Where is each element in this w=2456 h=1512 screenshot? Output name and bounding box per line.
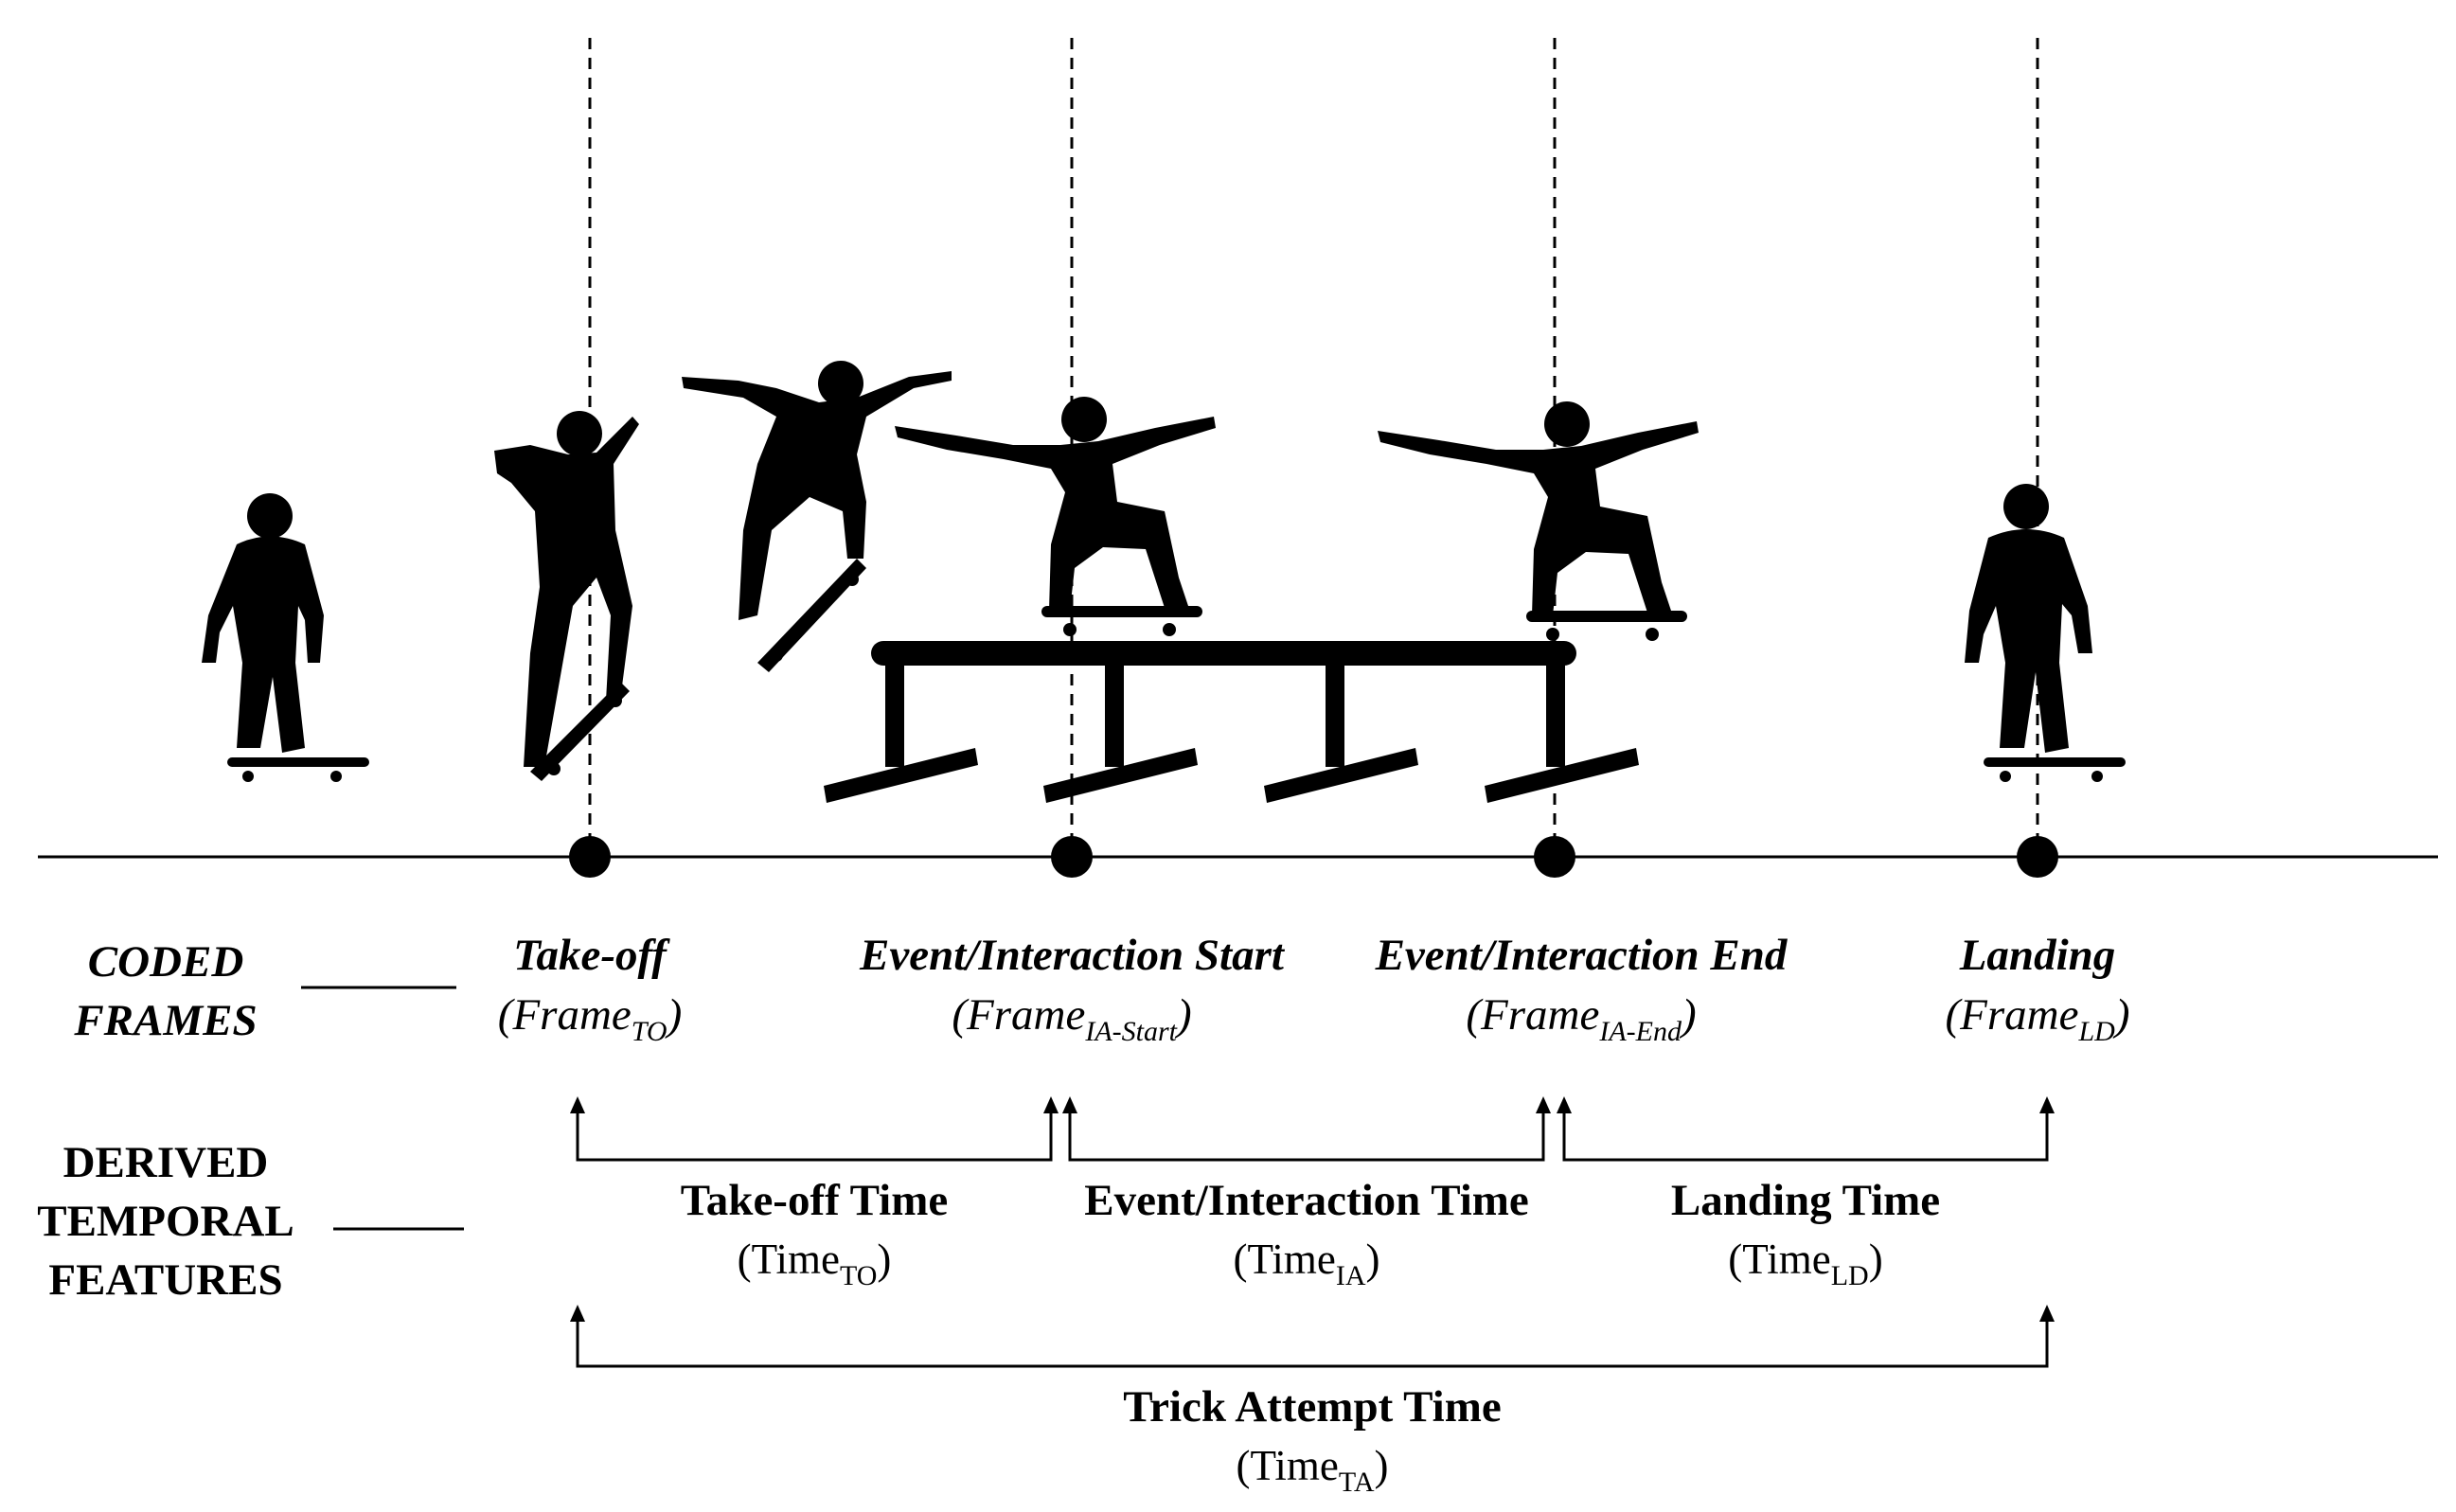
rail-post-3 xyxy=(1326,653,1344,767)
frame-symbol-subscript: LD xyxy=(2078,1016,2115,1047)
dot-ia-end xyxy=(1534,836,1575,878)
arrowhead-1 xyxy=(570,1096,585,1113)
skater-silhouettes xyxy=(202,361,2126,782)
dot-landing xyxy=(2017,836,2058,878)
skater-standing-icon xyxy=(202,493,369,782)
feature-symbol-base: Time xyxy=(1742,1236,1831,1283)
frame-symbol-base: Frame xyxy=(512,990,632,1040)
frame-symbol-subscript: IA-End xyxy=(1599,1016,1682,1047)
derived-features-row-label: DERIVED TEMPORAL FEATURES xyxy=(19,1133,312,1309)
feature-symbol-subscript: LD xyxy=(1830,1260,1869,1291)
coded-frame-ia-start: Event/Interaction Start (FrameIA-Start) xyxy=(807,934,1337,1046)
bracket-landing-time xyxy=(1562,1108,2049,1162)
frame-symbol-base: Frame xyxy=(967,990,1086,1040)
bracket-interaction-time xyxy=(1068,1108,1545,1162)
rail-foot-3 xyxy=(1264,748,1418,803)
frame-symbol: (FrameTO) xyxy=(497,990,683,1047)
rail-bar xyxy=(871,641,1576,666)
rail-post-1 xyxy=(885,653,904,767)
rail-post-4 xyxy=(1546,653,1565,767)
feature-name: Landing Time xyxy=(1670,1176,1941,1225)
frame-symbol-subscript: IA-Start xyxy=(1085,1016,1177,1047)
frame-symbol: (FrameIA-End) xyxy=(1466,990,1697,1047)
bracket-takeoff-time xyxy=(576,1108,1053,1162)
derived-label-line1: DERIVED xyxy=(62,1138,269,1187)
feature-symbol-base: Time xyxy=(1250,1442,1339,1489)
feature-name: Trick Attempt Time xyxy=(1123,1382,1502,1432)
feature-takeoff-time: Take-off Time (TimeTO) xyxy=(587,1179,1041,1290)
rail-foot-2 xyxy=(1043,748,1198,803)
coded-label-line1: CODED xyxy=(87,937,244,987)
arrowhead-5 xyxy=(1557,1096,1572,1113)
feature-symbol-subscript: TA xyxy=(1338,1467,1375,1498)
feature-symbol: (TimeTA) xyxy=(1236,1442,1389,1498)
feature-symbol: (TimeLD) xyxy=(1728,1236,1883,1291)
frame-name: Landing xyxy=(1959,931,2116,980)
frame-symbol: (FrameLD) xyxy=(1945,990,2130,1047)
feature-symbol: (TimeIA) xyxy=(1233,1236,1380,1291)
arrowhead-6 xyxy=(2039,1096,2055,1113)
frame-symbol: (FrameIA-Start) xyxy=(952,990,1192,1047)
feature-symbol-base: Time xyxy=(1247,1236,1336,1283)
frame-symbol-subscript: TO xyxy=(631,1016,667,1047)
skater-airborne-icon xyxy=(682,361,952,672)
frame-name: Event/Interaction End xyxy=(1375,931,1788,980)
arrowhead-2 xyxy=(1043,1096,1059,1113)
bracket-trick-attempt-time xyxy=(576,1316,2049,1368)
arrowhead-8 xyxy=(2039,1305,2055,1322)
dot-takeoff xyxy=(569,836,611,878)
feature-name: Take-off Time xyxy=(680,1176,949,1225)
rail-foot-4 xyxy=(1485,748,1639,803)
frame-symbol-base: Frame xyxy=(1960,990,2079,1040)
feature-symbol-subscript: TO xyxy=(839,1260,878,1291)
rail-post-2 xyxy=(1105,653,1124,767)
arrowhead-7 xyxy=(570,1305,585,1322)
frame-symbol-base: Frame xyxy=(1481,990,1600,1040)
feature-landing-time: Landing Time (TimeLD) xyxy=(1574,1179,2038,1290)
dot-ia-start xyxy=(1051,836,1093,878)
grind-rail xyxy=(824,641,1639,803)
timeline-dots xyxy=(569,836,2058,878)
feature-symbol-subscript: IA xyxy=(1335,1260,1366,1291)
skater-takeoff-icon xyxy=(494,411,639,781)
arrowhead-3 xyxy=(1062,1096,1077,1113)
feature-symbol: (TimeTO) xyxy=(737,1236,892,1291)
coded-frames-row-label: CODED FRAMES xyxy=(38,933,294,1050)
feature-name: Event/Interaction Time xyxy=(1084,1176,1529,1225)
frame-name: Event/Interaction Start xyxy=(860,931,1284,980)
derived-label-line2: TEMPORAL xyxy=(37,1197,294,1246)
coded-frame-ia-end: Event/Interaction End (FrameIA-End) xyxy=(1316,934,1846,1046)
feature-brackets xyxy=(576,1108,2049,1368)
skater-landing-icon xyxy=(1965,484,2126,782)
feature-interaction-time: Event/Interaction Time (TimeIA) xyxy=(1041,1179,1572,1290)
bracket-arrowheads xyxy=(570,1096,2055,1322)
feature-trick-attempt-time: Trick Attempt Time (TimeTA) xyxy=(1028,1385,1596,1497)
feature-symbol-base: Time xyxy=(751,1236,840,1283)
coded-frame-landing: Landing (FrameLD) xyxy=(1839,934,2236,1046)
arrowhead-4 xyxy=(1536,1096,1551,1113)
frame-name: Take-off xyxy=(513,931,667,980)
derived-label-line3: FEATURES xyxy=(48,1255,283,1305)
skater-grind-end-icon xyxy=(1378,401,1699,641)
coded-frame-takeoff: Take-off (FrameTO) xyxy=(391,934,789,1046)
rail-foot-1 xyxy=(824,748,978,803)
skater-grind-start-icon xyxy=(895,397,1216,636)
coded-label-line2: FRAMES xyxy=(74,996,258,1045)
